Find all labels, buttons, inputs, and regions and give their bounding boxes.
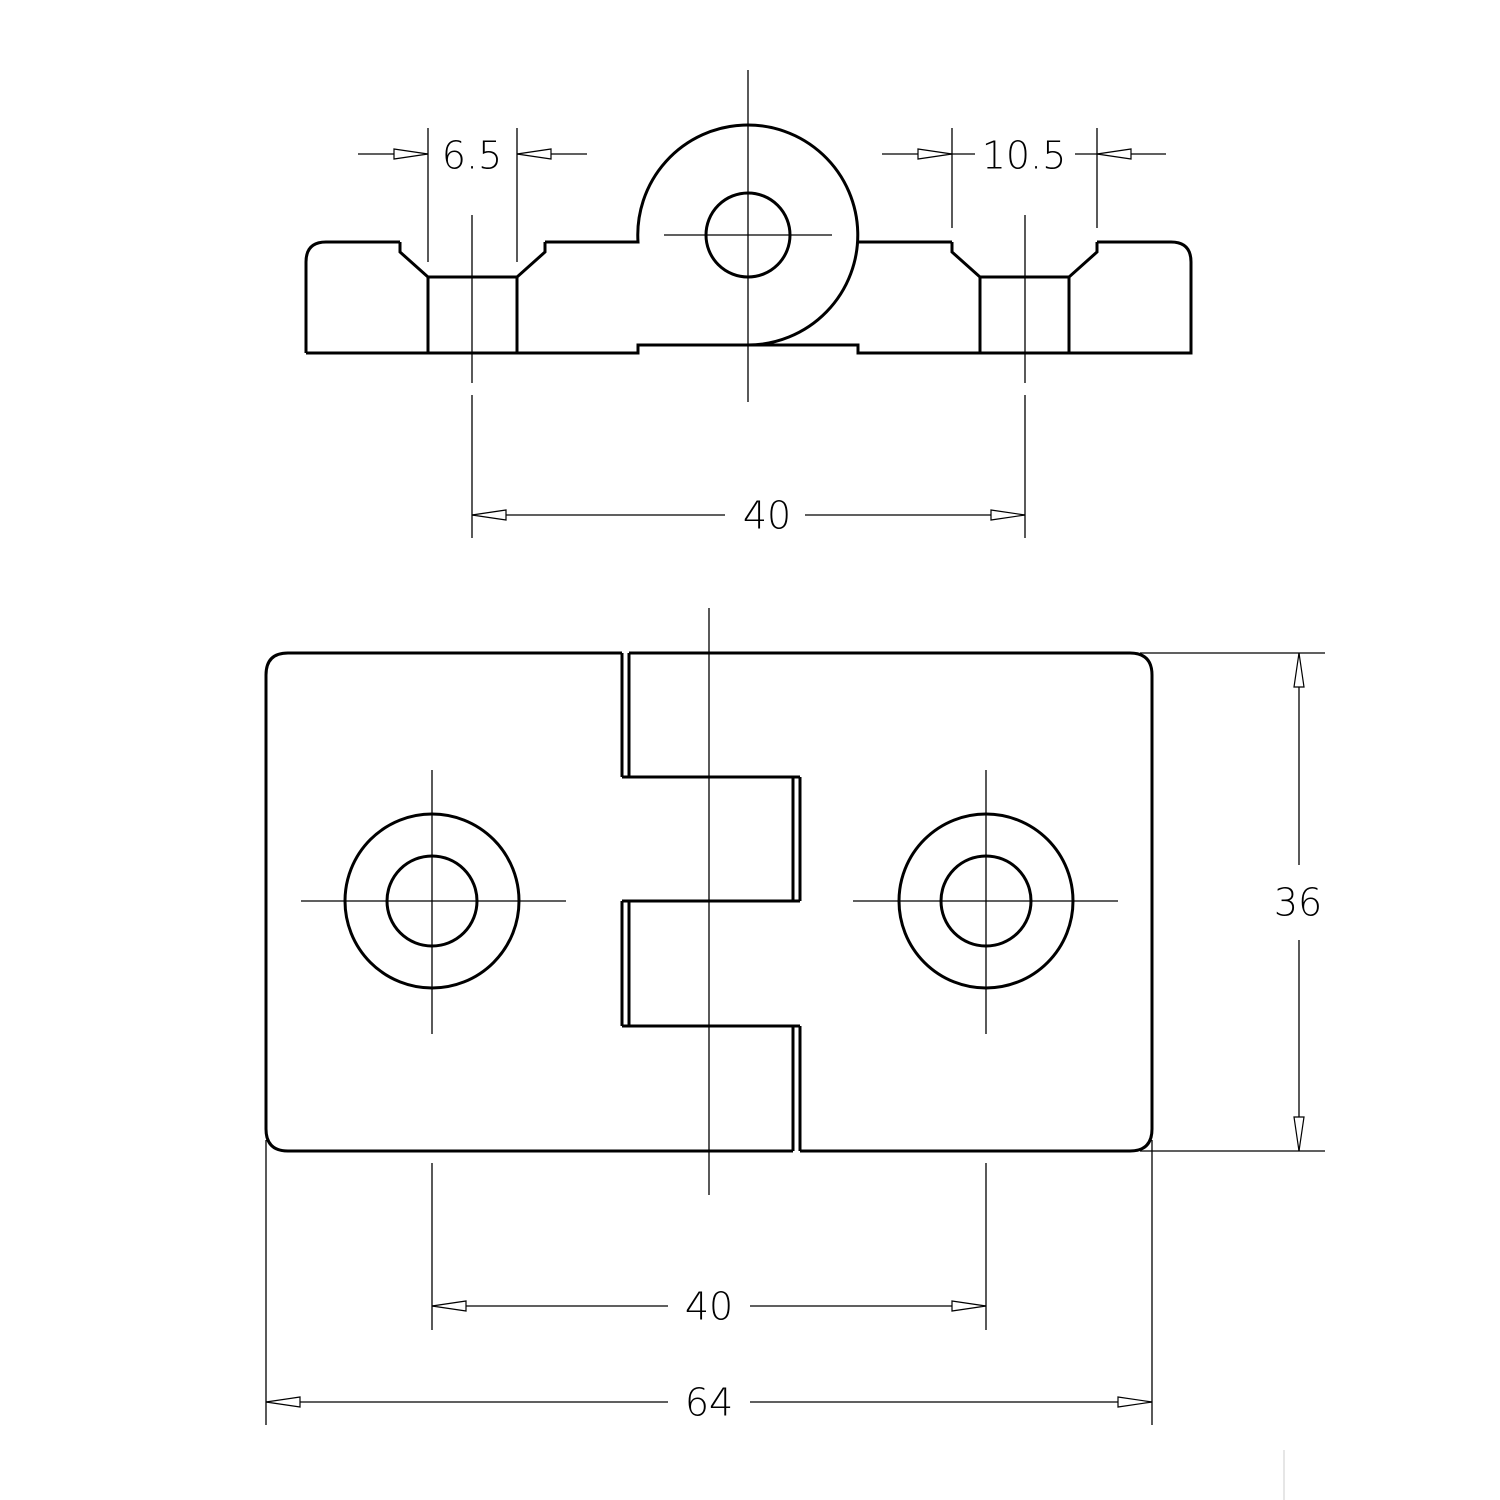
- hinge-knuckles: [620, 653, 802, 1151]
- dim-64: 64: [685, 1381, 733, 1425]
- centerlines: [301, 608, 1118, 1195]
- extension-lines-64: [265, 1140, 1153, 1425]
- dim-10-5: 10.5: [982, 134, 1067, 178]
- dim-40-bottom: 40: [685, 1285, 733, 1329]
- top-view: 6.5 10.5 40: [304, 70, 1193, 538]
- top-view-outline: [304, 123, 1193, 355]
- dim-6-5: 6.5: [442, 134, 502, 178]
- left-leaf-outline: [264, 651, 793, 1153]
- plan-view: 36 40 64: [264, 608, 1325, 1425]
- extension-lines-10-5: [951, 128, 1098, 228]
- centerlines: [471, 70, 1026, 402]
- dim-36: 36: [1274, 881, 1322, 925]
- dim-40-top: 40: [743, 494, 791, 538]
- right-leaf-outline: [629, 651, 1154, 1153]
